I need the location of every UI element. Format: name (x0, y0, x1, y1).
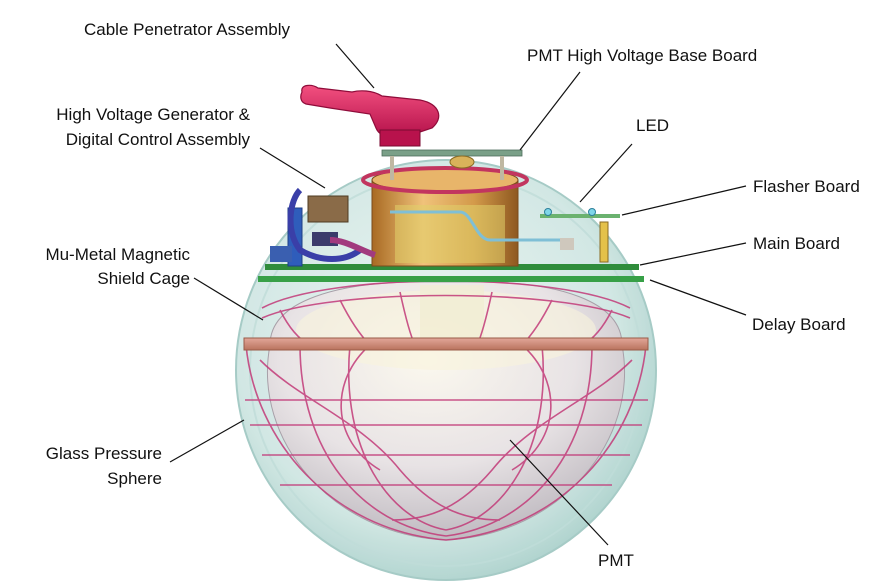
base-housing-rim (361, 166, 529, 194)
label-pmt-hv-base-board: PMT High Voltage Base Board (527, 46, 758, 65)
label-pmt: PMT (598, 551, 634, 570)
label-main-board: Main Board (753, 234, 840, 253)
signal-cable (390, 210, 560, 242)
control-cable (329, 237, 376, 258)
label-glass-sphere-line1: Glass Pressure (45, 444, 162, 463)
mu-metal-cage (245, 280, 648, 541)
label-glass-sphere-line2: Sphere (107, 469, 162, 488)
led-shape-2 (588, 208, 596, 216)
control-chip-2 (270, 246, 292, 262)
label-hv-generator-line2: Digital Control Assembly (65, 130, 250, 149)
hv-coil (449, 155, 475, 169)
hv-generator-box (307, 195, 349, 223)
right-component-1 (599, 221, 609, 263)
label-led: LED (636, 116, 670, 135)
label-hv-generator-line1: High Voltage Generator & (56, 105, 250, 124)
label-cable-penetrator: Cable Penetrator Assembly (84, 20, 290, 39)
hv-base-post-1 (390, 156, 394, 180)
led-shape (544, 208, 552, 216)
label-flasher-board: Flasher Board (753, 177, 860, 196)
delay-board-shape (258, 276, 644, 282)
base-housing-inner (395, 205, 505, 263)
cable-penetrator-collar (379, 129, 421, 147)
right-component-2 (560, 238, 574, 250)
flasher-board-shape (540, 214, 620, 218)
cable-penetrator-shape (300, 84, 440, 139)
leader-lines (169, 43, 747, 546)
pmt-neck (420, 285, 484, 345)
label-mu-metal-line2: Shield Cage (97, 269, 190, 288)
label-delay-board: Delay Board (752, 315, 846, 334)
hv-base-board-shape (381, 149, 523, 157)
cage-band (243, 337, 649, 351)
label-mu-metal-line1: Mu-Metal Magnetic (45, 245, 190, 264)
main-board-shape (265, 264, 639, 270)
hv-base-post-2 (500, 156, 504, 180)
hv-cable (287, 187, 362, 262)
